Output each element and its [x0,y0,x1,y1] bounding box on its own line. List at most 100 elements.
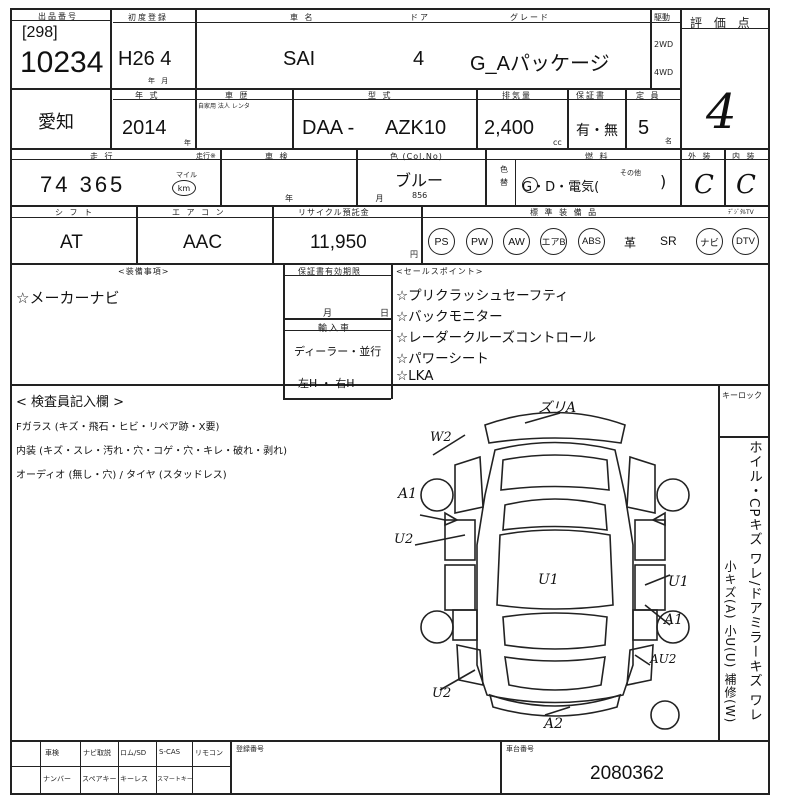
footer-v-5 [192,740,193,794]
mark-pointer-a1-right [644,604,671,626]
dtv-label: ﾃﾞｼﾞﾀﾙTV [728,209,754,216]
footer-v-4 [156,740,157,794]
sales-point-1: ☆プリクラッシュセーフティ [396,288,569,304]
lot-label: 出品番号 [38,12,78,21]
equip-airbag: エアB [540,228,567,255]
mark-pointer-w2 [432,434,466,456]
footer-col4-bot: スマートキー [157,776,193,783]
shaken-label: 車 検 [265,152,290,161]
warranty-value: 有・無 [576,123,618,139]
right-quarter-panel [632,609,658,641]
equip-aw: AW [503,228,530,255]
h-line-notes-4 [283,330,391,331]
shift-value: AT [60,232,83,253]
header-sub-line-2 [113,99,680,100]
mark-au2: AU2 [650,652,677,666]
fuel-close: ) [660,172,667,191]
sales-point-2: ☆バックモニター [396,309,503,325]
mark-u2-bottom: U2 [432,686,452,701]
header-sub-line-3 [10,159,770,160]
sales-header: <セールスポイント> [396,267,484,276]
displacement-label: 排気量 [502,91,532,100]
chassis-number: 2080362 [590,763,664,784]
model-label: 型 式 [368,91,393,100]
frame-top [10,8,770,10]
import-dealer: ディーラー・並行 [294,345,382,358]
sales-point-3: ☆レーダークルーズコントロール [396,330,597,346]
equipment-notes-header: <装備事項> [118,267,170,276]
v-line-2 [195,8,197,88]
mark-u2-left: U2 [394,532,414,547]
first-reg-label: 初度登録 [128,13,168,22]
displacement-value: 2,400 [484,117,535,139]
row-line-1 [10,88,680,90]
fuel-circle-g [522,177,538,193]
year-label: 年 式 [135,91,160,100]
mark-pointer-u2-bottom [439,669,476,691]
v-line-15 [724,148,726,205]
car-name-label: 車 名 [290,13,315,22]
legend-vertical-2: 小キズ(A) 小U(U) 補修(W) [723,560,737,724]
v-line-6 [292,88,294,148]
inspector-line-3: オーディオ (無し・穴) / タイヤ (スタッドレス) [16,470,227,481]
v-line-18 [421,205,423,263]
fuel-label: 燃 料 [585,152,610,161]
door-label: ドア [410,13,430,22]
right-front-wheel [656,478,690,512]
model-value: AZK10 [385,117,447,139]
right-front-door-panel [634,519,666,561]
equip-dtv: DTV [732,228,759,255]
mileage-label: 走 行 [90,152,115,161]
car-damage-diagram [414,411,690,730]
footer-v-6 [230,740,232,794]
roof-outline [496,529,614,610]
history-label: 車 歴 [225,91,250,100]
capacity-value: 5 [638,117,650,139]
equip-sr: SR [660,234,677,248]
v-line-12 [485,148,487,205]
v-line-16 [136,205,138,263]
v-line-7 [476,88,478,148]
color-change-label: 色替 [500,165,508,187]
frame-bottom [10,793,770,795]
right-front-fender [626,455,656,514]
footer-v-2 [80,740,81,794]
v-line-5 [195,88,197,148]
fuel-value: G・D・電気( [522,180,600,195]
right-rear-door-panel [634,564,666,611]
mark-a2: A2 [544,716,564,732]
grade-label: グレード [510,13,550,22]
equip-leather: 革 [624,236,637,250]
warranty-label: 保証書 [576,91,606,100]
footer-col1-top: 車検 [45,749,59,757]
registration-label: 登録番号 [236,745,264,753]
car-name-value: SAI [283,48,316,70]
interior-value: C [736,170,756,200]
mark-a1-right: A1 [664,612,684,628]
displacement-unit: cc [553,138,562,147]
lot-code: [298] [22,24,58,41]
mileage-sub: 走行※ [196,152,216,160]
v-line-9 [625,88,627,148]
v-line-4 [680,8,682,148]
footer-v-3 [118,740,119,794]
row-line-6 [10,740,770,742]
spare-wheel [650,700,680,730]
mark-u1-right: U1 [668,574,689,590]
left-rear-door-panel [444,564,476,611]
import-label: 輸入車 [318,324,352,334]
mileage-unit-mile: マイル [176,171,197,179]
v-line-3 [650,8,652,88]
drive-label: 駆動 [654,13,670,22]
warranty-expiry-label: 保証書有効期限 [298,267,361,276]
v-line-11 [356,148,358,205]
footer-col1-bot: ナンバー [43,775,71,783]
shaken-sub: 年 月 [285,194,424,203]
model-prefix: DAA - [302,117,355,139]
drive-4wd: 4WD [654,68,674,77]
mark-pointer-a2 [544,706,571,716]
v-line-13 [515,160,516,205]
v-line-10 [220,148,222,205]
mark-w2: W2 [430,430,452,445]
legend-column-line [718,384,720,740]
